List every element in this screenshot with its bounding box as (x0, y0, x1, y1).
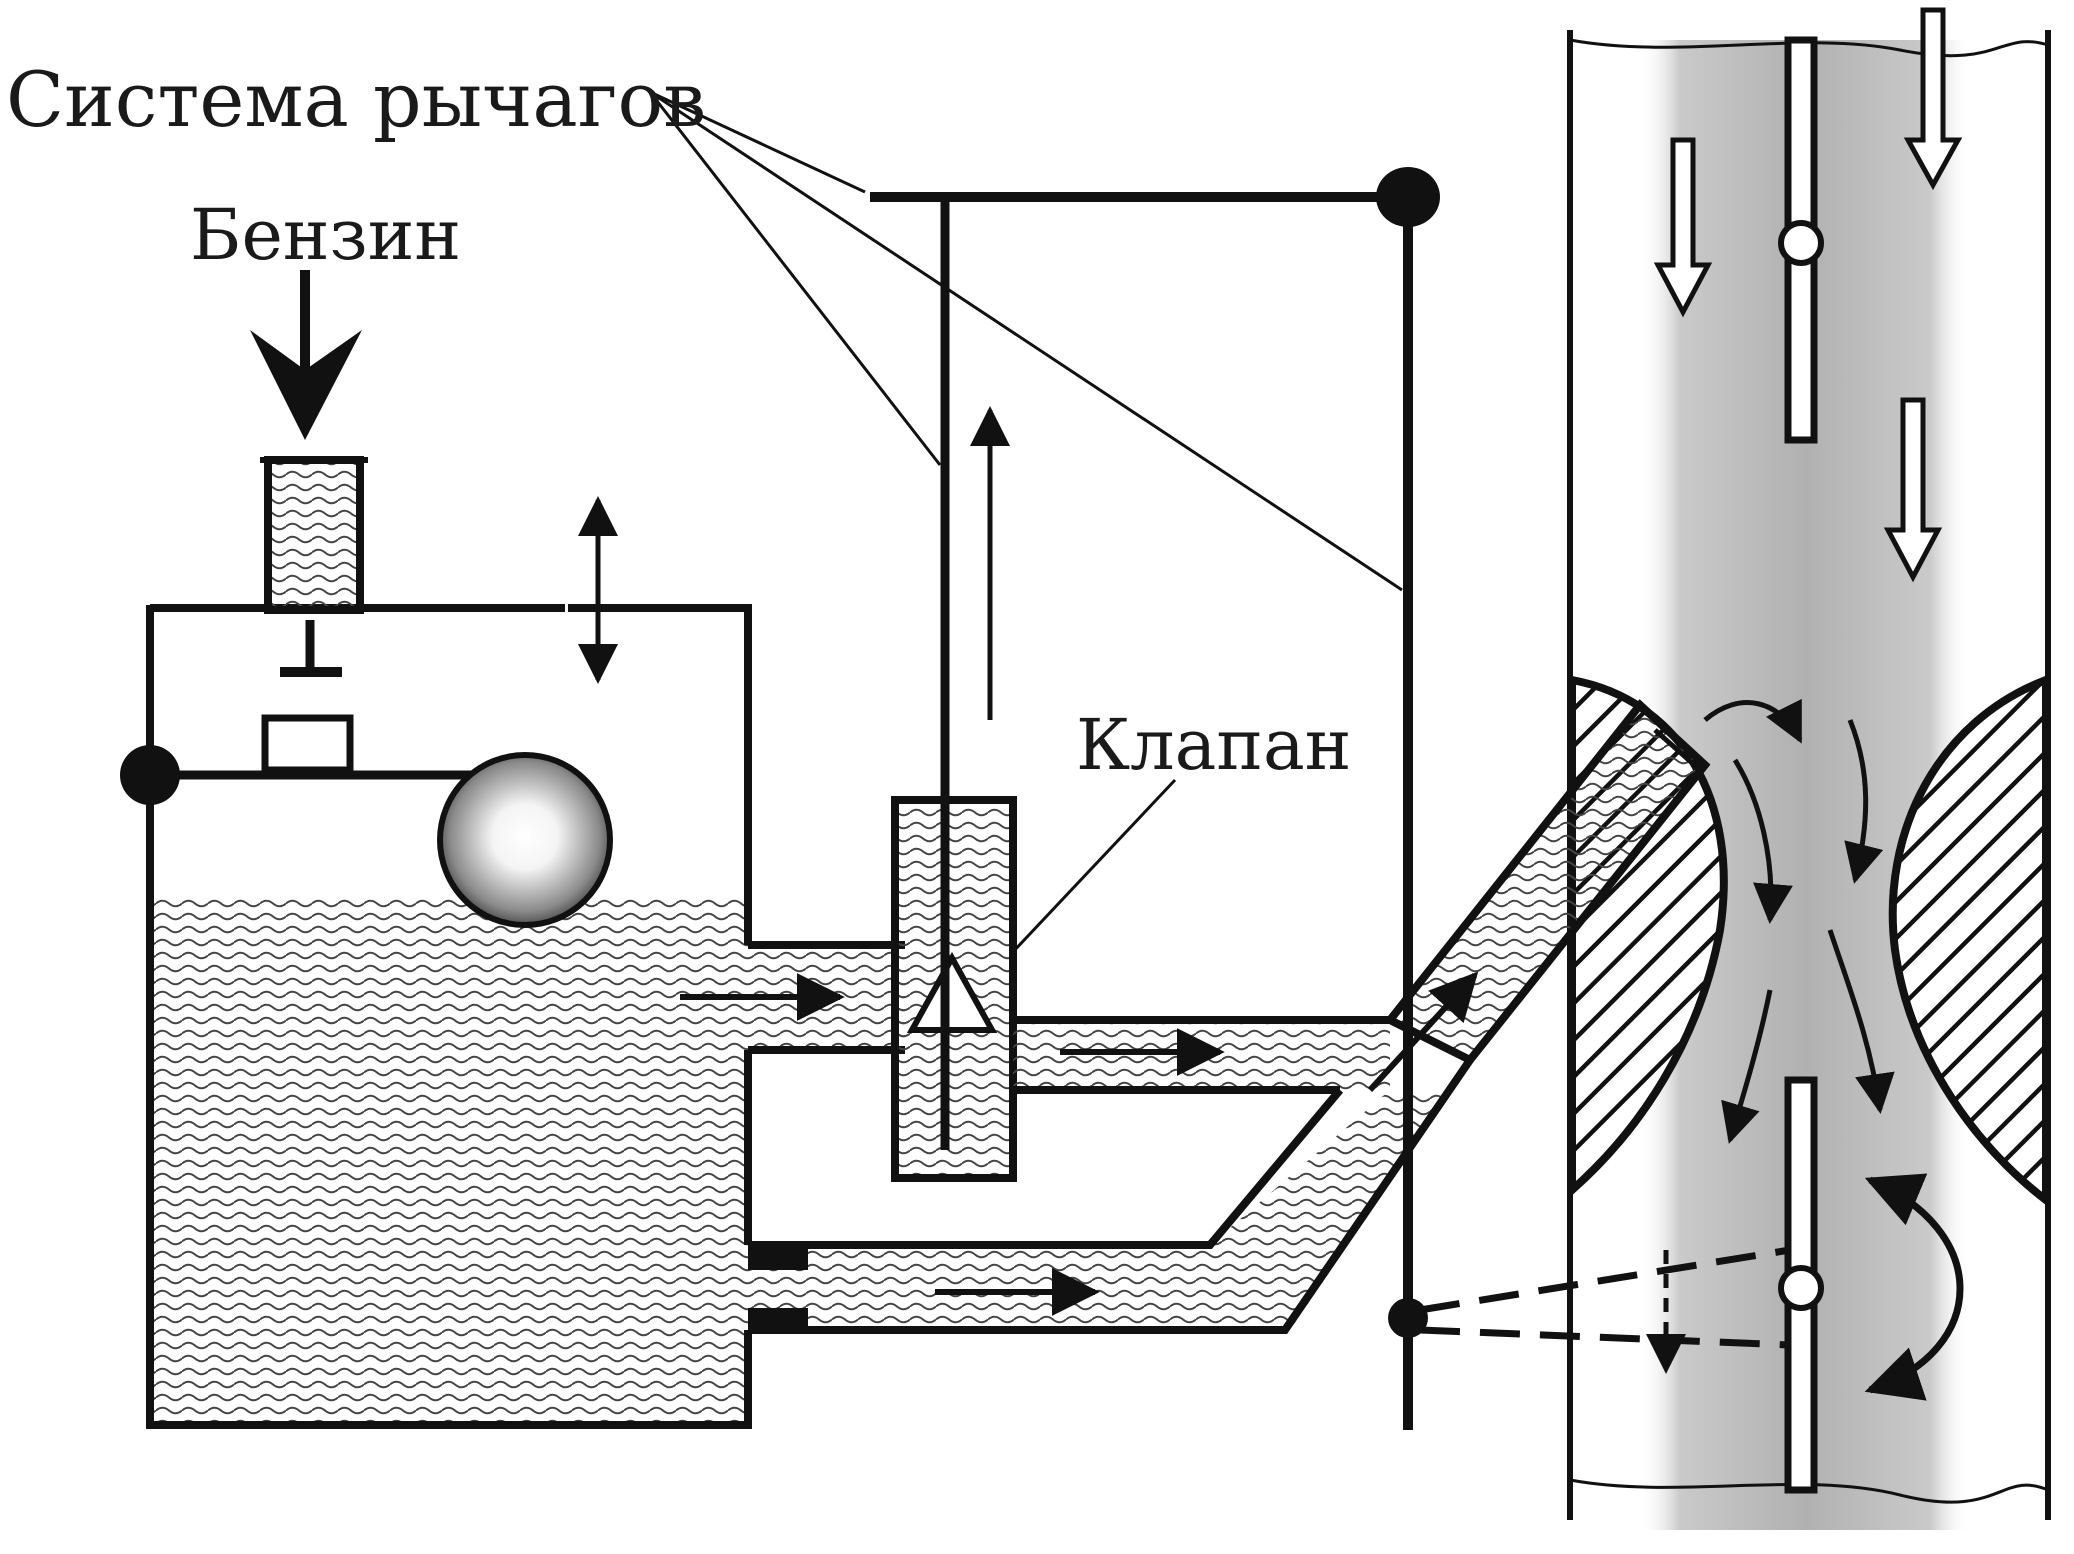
float-ball (437, 752, 613, 928)
mixture-flow-arrows (1703, 698, 1895, 1144)
rod-joint (1388, 1298, 1428, 1338)
petrol-arrow-icon (250, 330, 362, 440)
fuel-in-chamber (150, 895, 748, 1425)
petrol-inlet (250, 270, 368, 614)
float-chamber (120, 496, 752, 1429)
petrol-label: Бензин (190, 194, 462, 276)
lever-system-label: Система рычагов (6, 55, 707, 144)
air-arrow-icon (1883, 397, 1943, 583)
lever-system (648, 90, 1791, 1430)
venturi-right (1888, 674, 2050, 1209)
air-arrow-icon (1903, 7, 1963, 191)
air-pipe (1567, 7, 2051, 1530)
air-arrows (1653, 7, 1963, 583)
fuel-nozzle (1383, 699, 1711, 1066)
float-pivot (120, 745, 180, 805)
lever-block (261, 714, 354, 774)
throttle-rotation-arrow (1864, 1173, 1964, 1401)
fuel-channels (680, 699, 1711, 1334)
throttle-axis (1778, 1265, 1824, 1311)
valve-cone (906, 951, 998, 1033)
fuel-flow-arrows (680, 971, 1479, 1316)
valve-label: Клапан (1076, 704, 1352, 786)
air-arrow-icon (1653, 137, 1713, 318)
